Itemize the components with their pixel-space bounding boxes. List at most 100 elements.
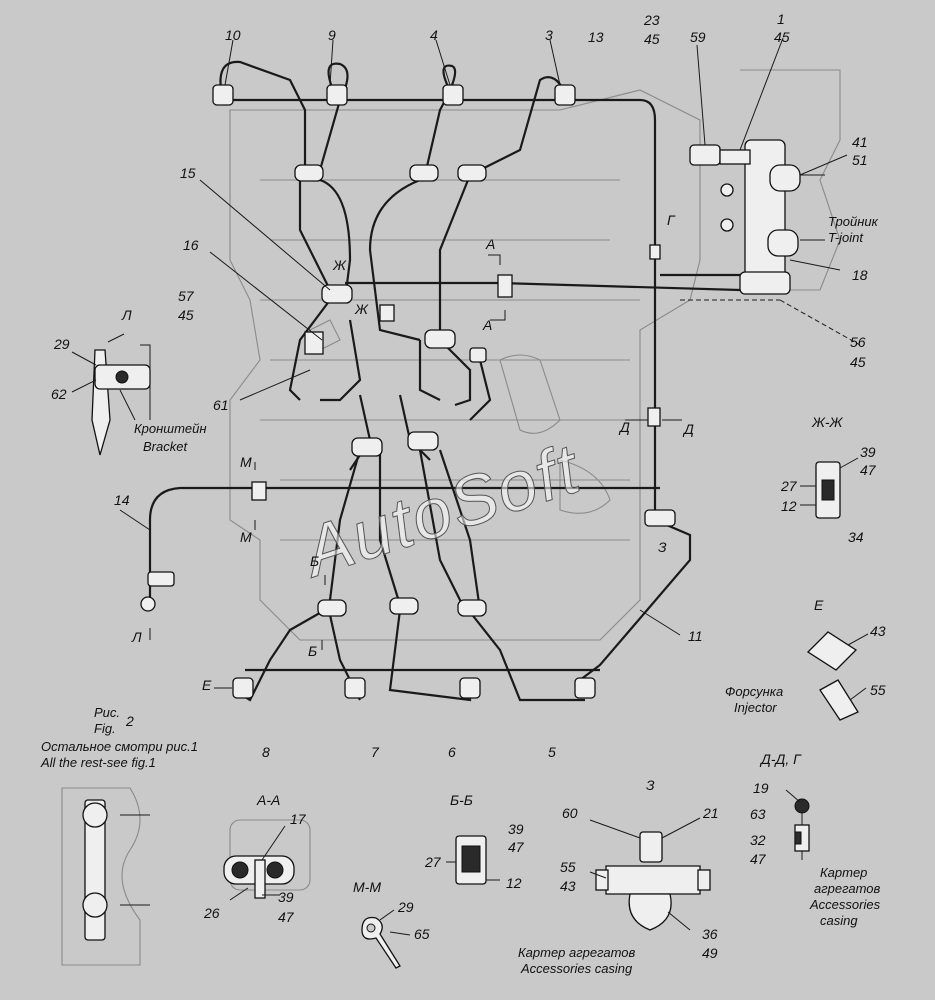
callout-19: 19 [753,780,769,796]
callout-27-ZhZh: 27 [781,478,797,494]
callout-55-Z: 55 [560,859,576,875]
fig-label-ru: Рис. [94,705,121,720]
callout-A1: А [486,236,496,252]
detail-E-injector [806,631,869,721]
callout-1: 1 [777,11,785,27]
callout-29-MM: 29 [398,899,414,915]
detail-MM [361,909,411,969]
callout-43-Z: 43 [560,878,576,894]
detail-L-bracket [71,333,151,456]
callout-16: 16 [183,237,199,253]
callout-45-top: 45 [644,31,660,47]
casing-label-en: Accessories casing [521,961,633,976]
callout-39-ZhZh: 39 [860,444,876,460]
callout-47-AA: 47 [278,909,294,925]
callout-65: 65 [414,926,430,942]
callout-56: 56 [850,334,866,350]
casing2-label-en2: casing [820,913,858,928]
callout-6: 6 [448,744,456,760]
callout-13: 13 [588,29,604,45]
callout-29-L: 29 [54,336,70,352]
callout-49: 49 [702,945,718,961]
callout-21: 21 [703,805,719,821]
fig-number: 2 [126,713,134,729]
callout-10: 10 [225,27,241,43]
callout-47-ZhZh: 47 [860,462,876,478]
tee-label-en: T-joint [828,230,863,245]
detail-AA [223,819,311,901]
detail-E-title: Е [814,597,824,613]
callout-3: 3 [545,27,553,43]
callout-M2: М [240,529,252,545]
casing2-label-ru2: агрегатов [814,881,881,896]
callout-51: 51 [852,152,868,168]
callout-62: 62 [51,386,67,402]
callout-27-BB: 27 [425,854,441,870]
clamps-and-fittings [140,84,676,699]
callout-D1: Д [620,419,630,435]
callout-L2: Л [132,629,142,645]
callout-14: 14 [114,492,130,508]
callout-B2: Б [308,643,318,659]
middle-crossover-pipes [288,299,492,611]
callout-45-manifold: 45 [850,354,866,370]
detail-frame [61,787,150,966]
callout-55-E: 55 [870,682,886,698]
callout-39-AA: 39 [278,889,294,905]
callout-61: 61 [213,397,229,413]
upper-injector-pipes [219,60,657,342]
injector-label-en: Injector [734,700,777,715]
detail-L-title: Л [122,307,132,323]
detail-Z-tee [589,817,711,931]
callout-7: 7 [371,744,379,760]
callout-47-BB: 47 [508,839,524,855]
callout-Zh1: Ж [333,257,346,273]
callout-57: 57 [178,288,194,304]
detail-Z-title: З [646,777,655,793]
detail-ZhZh [800,457,859,519]
callout-59: 59 [690,29,706,45]
fuel-manifold-tee [689,139,825,295]
detail-BB-title: Б-Б [450,792,473,808]
callout-Z1: З [658,539,667,555]
callout-23: 23 [644,12,660,28]
leader-lines [119,37,861,689]
engine-block-outline [229,69,841,641]
callout-47-DDG: 47 [750,851,766,867]
callout-B1: Б [310,553,320,569]
injector-label-ru: Форсунка [725,684,784,699]
casing2-label-ru: Картер [820,865,868,880]
rest-note-ru: Остальное смотри рис.1 [41,739,198,754]
callout-26: 26 [204,905,220,921]
callout-32: 32 [750,832,766,848]
callout-12-ZhZh: 12 [781,498,797,514]
callout-43-E: 43 [870,623,886,639]
callout-11: 11 [688,628,703,644]
fig-label-en: Fig. [94,721,116,736]
callout-E1: Е [202,677,212,693]
callout-4: 4 [430,27,438,43]
callout-A2: А [483,317,493,333]
callout-5: 5 [548,744,556,760]
detail-AA-title: А-А [257,792,281,808]
callout-63: 63 [750,806,766,822]
callout-45-right: 45 [774,29,790,45]
callout-18: 18 [852,267,868,283]
callout-9: 9 [328,27,336,43]
callout-D2: Д [684,421,694,437]
lower-injector-pipes [241,609,600,702]
detail-DDG [785,789,810,860]
bracket-label-en: Bracket [143,439,188,454]
casing-label-ru: Картер агрегатов [518,945,636,960]
callout-45-left: 45 [178,307,194,323]
callout-41: 41 [852,134,868,150]
callout-15: 15 [180,165,196,181]
callout-M1: М [240,454,252,470]
callout-8: 8 [262,744,270,760]
rest-note-en: All the rest-see fig.1 [41,755,156,770]
callout-G1: Г [667,212,675,228]
callout-34: 34 [848,529,864,545]
callout-12-BB: 12 [506,875,522,891]
detail-BB [446,835,500,885]
